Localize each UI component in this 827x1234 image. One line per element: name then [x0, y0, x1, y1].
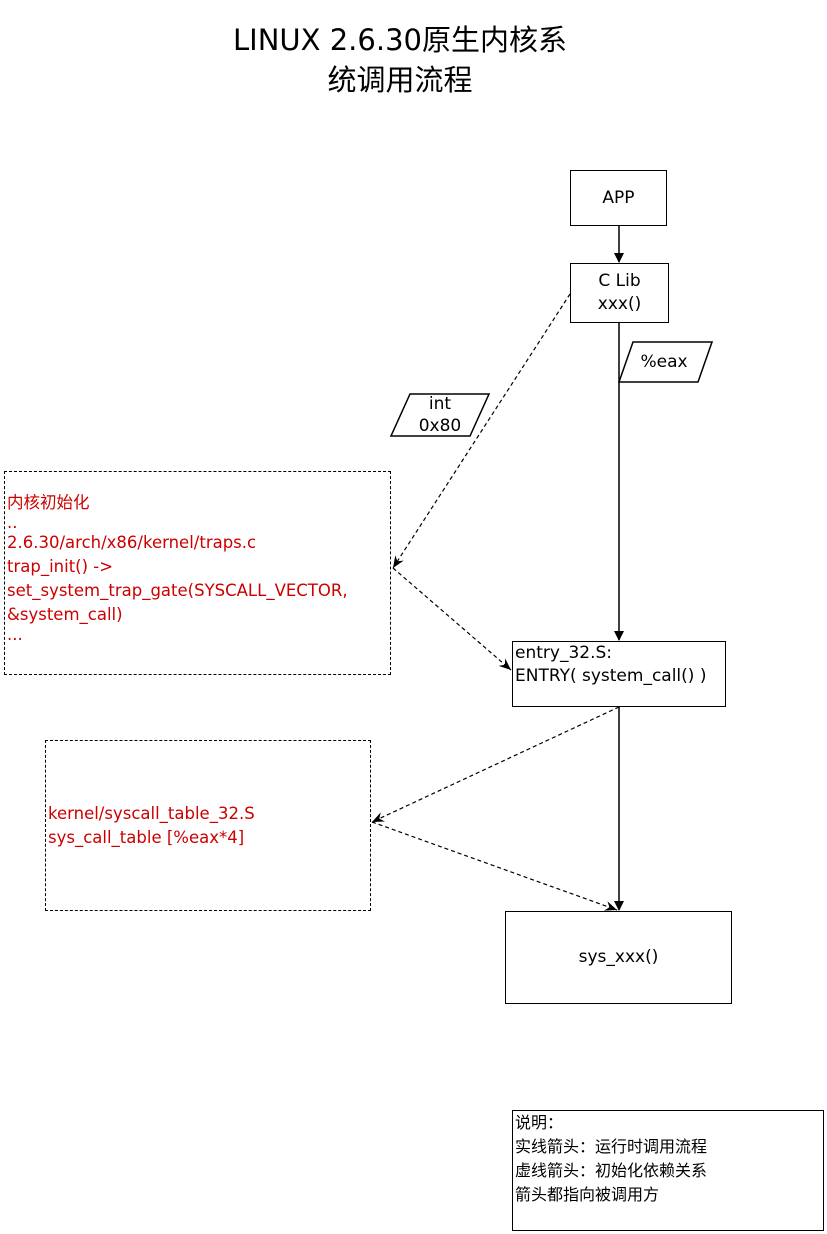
dashed-clib-to-kernel-init [392, 293, 571, 569]
dashed-kernel-init-to-entry [392, 567, 512, 671]
dashed-syscall-table-to-sysxxx [371, 821, 618, 911]
eax-label: %eax [631, 351, 697, 373]
clib-node: C Lib xxx() [570, 263, 669, 323]
syscall-table-line: sys_call_table [%eax*4] [48, 828, 245, 847]
app-node-label: APP [602, 187, 635, 208]
syscall-table-note: kernel/syscall_table_32.S sys_call_table… [45, 740, 371, 911]
entry-node-line-2: ENTRY( system_call() ) [515, 666, 707, 686]
title-line-1: LINUX 2.6.30原生内核系 [233, 23, 567, 57]
kernel-init-line: 内核初始化 [7, 493, 90, 512]
eax-label-shape [617, 341, 714, 383]
kernel-init-line: &system_call) [7, 605, 123, 624]
int80-label-line-1: int [428, 394, 452, 414]
int80-label: int 0x80 [405, 393, 475, 437]
clib-node-line-1: C Lib [598, 271, 641, 291]
dashed-entry-to-syscall-table [371, 706, 620, 823]
legend-line: 箭头都指向被调用方 [515, 1185, 660, 1204]
kernel-init-line: ... [7, 625, 23, 644]
legend-line: 说明： [515, 1113, 564, 1132]
entry-node: entry_32.S: ENTRY( system_call() ) [512, 641, 726, 707]
kernel-init-note: 内核初始化 .. 2.6.30/arch/x86/kernel/traps.c … [4, 471, 391, 675]
int80-label-shape [389, 393, 491, 437]
legend-line: 实线箭头：运行时调用流程 [515, 1137, 708, 1156]
kernel-init-line: 2.6.30/arch/x86/kernel/traps.c [7, 533, 257, 552]
int80-label-line-2: 0x80 [418, 416, 462, 436]
kernel-init-line: .. [7, 513, 18, 532]
kernel-init-line: trap_init() -> [7, 557, 114, 576]
legend-box: 说明： 实线箭头：运行时调用流程 虚线箭头：初始化依赖关系 箭头都指向被调用方 [512, 1110, 824, 1231]
legend-line: 虚线箭头：初始化依赖关系 [515, 1161, 708, 1180]
syscall-table-line: kernel/syscall_table_32.S [48, 804, 255, 823]
sys-xxx-node-label: sys_xxx() [578, 947, 659, 967]
entry-node-line-1: entry_32.S: [515, 643, 613, 663]
sys-xxx-node: sys_xxx() [505, 911, 732, 1004]
title-line-2: 统调用流程 [327, 63, 473, 97]
clib-node-line-2: xxx() [597, 294, 642, 314]
app-node: APP [570, 170, 667, 226]
kernel-init-line: set_system_trap_gate(SYSCALL_VECTOR, [7, 581, 348, 600]
diagram-title: LINUX 2.6.30原生内核系 统调用流程 [190, 20, 610, 100]
eax-label-text: %eax [640, 352, 688, 372]
